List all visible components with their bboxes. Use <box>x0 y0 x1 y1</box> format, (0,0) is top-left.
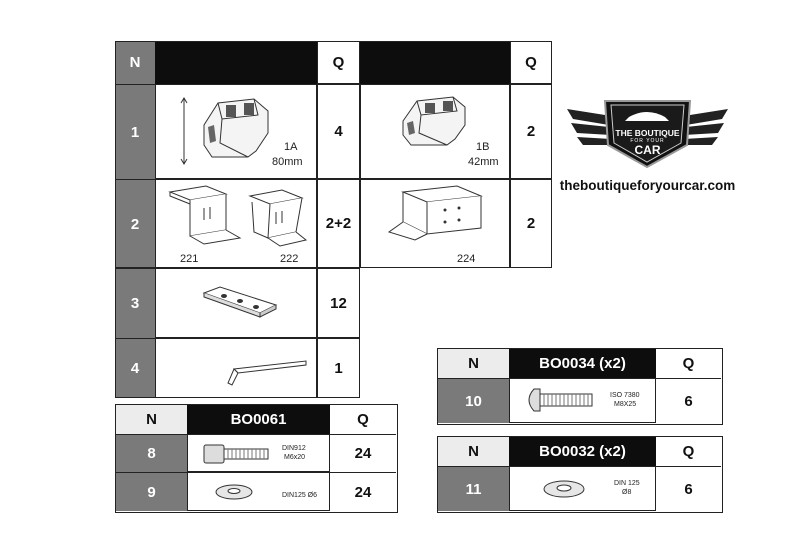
row1-left-image-cell: 1A 80mm <box>155 84 317 179</box>
bo0034-row10-spec2: M8X25 <box>614 401 637 408</box>
main-header-q-left: Q <box>317 41 360 84</box>
main-header-q-right: Q <box>510 41 552 84</box>
bo0032-row11-spec2: Ø8 <box>622 489 632 496</box>
row1-right-image-cell: 1B 42mm <box>360 84 510 179</box>
bo0032-row11-n: 11 <box>438 466 509 511</box>
website-url[interactable]: theboutiqueforyourcar.com <box>559 178 736 193</box>
bo0032-row11-qty: 6 <box>656 466 721 511</box>
bo0034-header-q: Q <box>656 349 721 378</box>
bo0034-row10-spec1: ISO 7380 <box>610 392 640 399</box>
brackets-221-222-illustration <box>168 185 308 247</box>
bo0061-row8-image: DIN912 M6x20 <box>187 434 330 472</box>
washer-6-illustration <box>215 484 253 500</box>
brand-logo: THE BOUTIQUE FOR YOUR CAR <box>565 95 730 170</box>
row4-image-cell <box>155 338 317 398</box>
plate-illustration <box>202 286 278 318</box>
row2-left-image-cell: 221 222 <box>155 179 317 268</box>
bo0061-row9-image: DIN125 Ø6 <box>187 472 330 511</box>
part-1a-label: 1A <box>284 141 298 153</box>
part-1a-dimension: 80mm <box>272 156 303 168</box>
bo0034-row10-n: 10 <box>438 378 509 423</box>
main-header-q-right-label: Q <box>525 54 537 71</box>
bo0061-header-n: N <box>116 405 187 434</box>
row-n-3: 3 <box>115 268 155 338</box>
bo0061-row8-n: 8 <box>116 434 187 472</box>
logo-text-line3: CAR <box>634 143 661 157</box>
bracket-1b-illustration <box>402 96 466 146</box>
row1-right-qty: 2 <box>510 84 552 179</box>
bo0061-row8-spec1: DIN912 <box>282 445 306 452</box>
main-header-q-left-label: Q <box>332 54 345 71</box>
bracket-1a-illustration <box>180 97 269 165</box>
bo0061-row9-n: 9 <box>116 472 187 511</box>
main-header-left-title <box>155 41 317 84</box>
bo0061-table: N BO0061 Q 8 DIN912 M6x20 24 9 DIN125 Ø6… <box>115 404 398 513</box>
bo0061-header-title: BO0061 <box>187 405 330 434</box>
part-224-label: 224 <box>457 253 476 265</box>
bo0032-header-n: N <box>438 437 509 466</box>
socket-screw-illustration <box>203 444 269 464</box>
row2-right-image-cell: 224 <box>360 179 510 268</box>
button-head-screw-illustration <box>528 388 593 412</box>
bo0034-row10-image: ISO 7380 M8X25 <box>509 378 656 423</box>
row2-left-qty: 2+2 <box>317 179 360 268</box>
row1-left-qty: 4 <box>317 84 360 179</box>
bo0061-header-q: Q <box>330 405 396 434</box>
row4-qty: 1 <box>317 338 360 398</box>
row3-qty: 12 <box>317 268 360 338</box>
part-222-label: 222 <box>280 253 299 265</box>
bracket-224-illustration <box>387 185 483 241</box>
main-header-right-title <box>360 41 510 84</box>
bo0061-row8-spec2: M6x20 <box>284 454 306 461</box>
logo-emblem <box>567 100 728 169</box>
washer-8-illustration <box>543 480 585 498</box>
row-n-4: 4 <box>115 338 155 398</box>
bo0032-header-q: Q <box>656 437 721 466</box>
logo-text-line2: FOR YOUR <box>630 138 665 144</box>
bo0034-header-n: N <box>438 349 509 378</box>
bo0034-row10-qty: 6 <box>656 378 721 423</box>
bo0032-header-title: BO0032 (x2) <box>509 437 656 466</box>
part-1b-dimension: 42mm <box>468 156 499 168</box>
logo-text-line1: THE BOUTIQUE <box>615 128 680 138</box>
row-n-2: 2 <box>115 179 155 268</box>
main-header-n: N <box>115 41 155 84</box>
main-parts-table: N Q Q 1 2 3 4 1A 80mm 4 <box>115 41 552 398</box>
bo0061-row8-qty: 24 <box>330 434 396 472</box>
bo0061-row9-spec1: DIN125 Ø6 <box>282 492 318 499</box>
part-1b-label: 1B <box>476 141 490 153</box>
row-n-1: 1 <box>115 84 155 179</box>
row2-right-qty: 2 <box>510 179 552 268</box>
hex-key-illustration <box>227 360 307 386</box>
bo0032-row11-image: DIN 125 Ø8 <box>509 466 656 511</box>
bo0034-table: N BO0034 (x2) Q 10 ISO 7380 M8X25 6 <box>437 348 723 425</box>
bo0032-row11-spec1: DIN 125 <box>614 480 640 487</box>
part-221-label: 221 <box>180 253 199 265</box>
bo0032-table: N BO0032 (x2) Q 11 DIN 125 Ø8 6 <box>437 436 723 513</box>
bo0061-row9-qty: 24 <box>330 472 396 511</box>
row3-image-cell <box>155 268 317 338</box>
bo0034-header-title: BO0034 (x2) <box>509 349 656 378</box>
